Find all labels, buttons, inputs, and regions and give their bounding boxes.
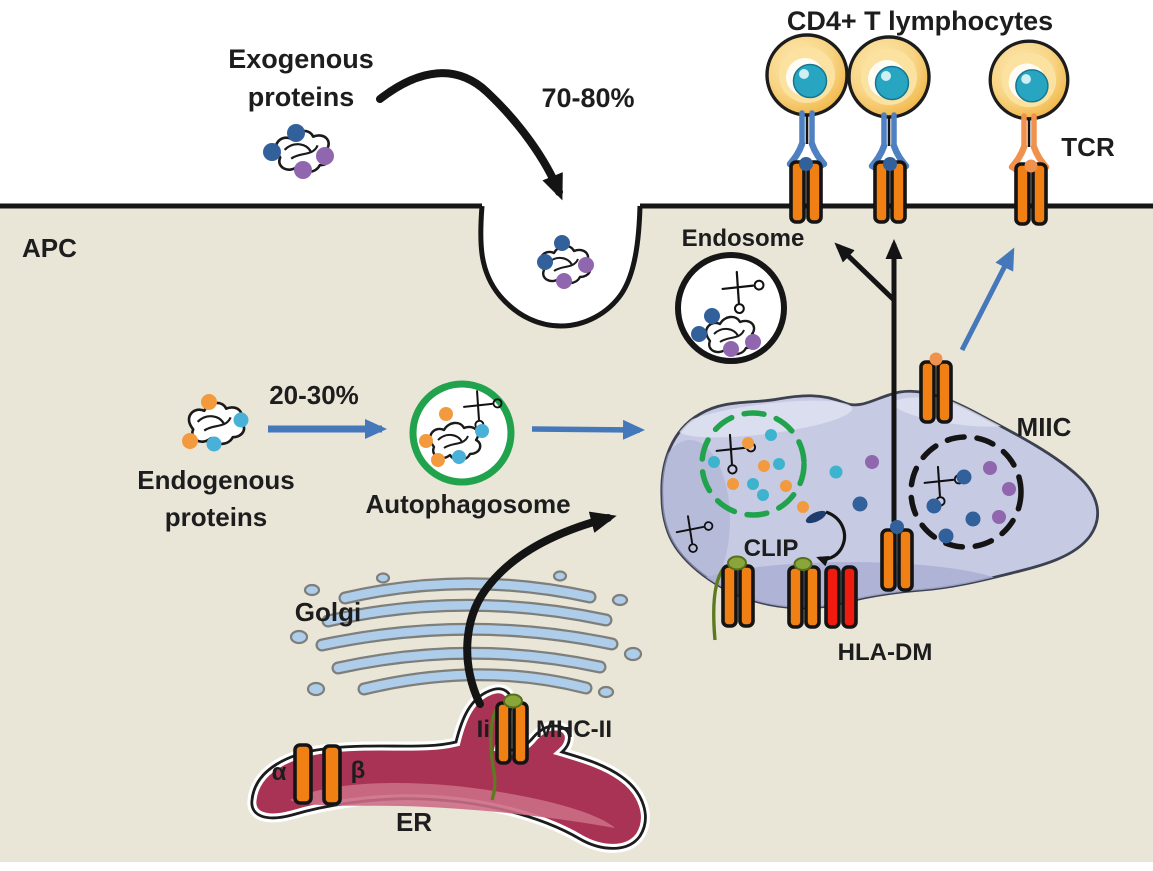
presented-peptide-dot [1024,159,1038,173]
loaded-peptide-dot [929,352,943,366]
surface-mhc2-complex-2 [873,157,907,224]
label-exogenous-pct: 70-80% [541,83,634,113]
label-endosome: Endosome [682,225,805,252]
label-golgi: Golgi [295,597,361,627]
fused-endosome-dashed [908,434,1024,550]
label-clip: CLIP [744,535,799,562]
mhc2-ii-complex-er [489,693,529,801]
t-cell-1 [765,33,849,117]
label-er: ER [396,807,432,837]
exogenous-peptide-dots-purple [983,461,1016,524]
label-endogenous-line1: Endogenous [137,465,294,495]
label-cd4-title: CD4+ T lymphocytes [787,6,1053,36]
endocytosed-protein [537,235,594,289]
label-ii-chain: Ii [477,716,490,743]
clip-blob [793,557,813,571]
endogenous-protein [182,394,249,452]
surface-mhc2-complex-3 [1014,159,1048,226]
t-cell-2 [847,35,931,119]
label-beta: β [351,757,366,784]
golgi-vesicles [289,570,643,699]
label-apc: APC [22,233,77,263]
peptide-dot [865,455,879,469]
endogenous-peptide-dots-teal [708,429,785,501]
arrow-autophagosome-to-miic [531,419,645,440]
fused-autophagosome-dashed [699,410,807,518]
loaded-peptide-dot [890,520,904,534]
label-endogenous-line2: proteins [165,502,268,532]
endoplasmic-reticulum [247,684,650,853]
label-alpha: α [272,759,287,786]
autophagosome-vesicle [409,380,515,486]
ii-chain-blob [727,555,747,571]
presented-peptide-dot [883,157,897,171]
endosome-vesicle [675,252,787,364]
label-autophagosome: Autophagosome [365,489,570,519]
mhc-beta-chain [322,744,342,806]
mhc2-hladm-complex [787,557,858,629]
mhc2-peptide-loaded [880,520,914,592]
t-cell-3 [988,39,1070,121]
er-lumen-highlight [290,782,615,828]
peptide-dot [852,496,868,512]
arrow-miic-to-membrane-branch [834,242,896,302]
ii-chain-blob [503,693,523,709]
arrow-er-to-miic [463,511,617,708]
label-miic: MIIC [1017,412,1072,442]
label-tcr: TCR [1061,132,1115,162]
label-exogenous-line1: Exogenous [228,44,374,74]
label-hla-dm: HLA-DM [838,639,933,666]
presented-peptide-dot [799,157,813,171]
peptide-dot [829,465,843,479]
endogenous-peptide-dots [727,437,809,513]
mhc2-ii-complex-miic [712,555,755,641]
surface-mhc2-complex-1 [789,157,823,224]
label-mhc-ii: MHC-II [536,716,612,743]
label-endogenous-pct: 20-30% [269,380,359,410]
endocytic-pit-outline [478,205,643,329]
clip-peptide [805,510,827,524]
mhc-alpha-chain [293,743,313,805]
label-exogenous-line2: proteins [248,82,355,112]
mhc2-on-miic-surface [919,352,953,424]
ii-chain-tail [489,702,502,801]
arrow-exogenous-uptake [376,69,563,201]
arrow-recycling-blue [959,247,1015,352]
clip-release-arrow [816,510,847,567]
exogenous-protein [263,124,334,179]
exogenous-peptide-dots-blue [926,469,981,544]
